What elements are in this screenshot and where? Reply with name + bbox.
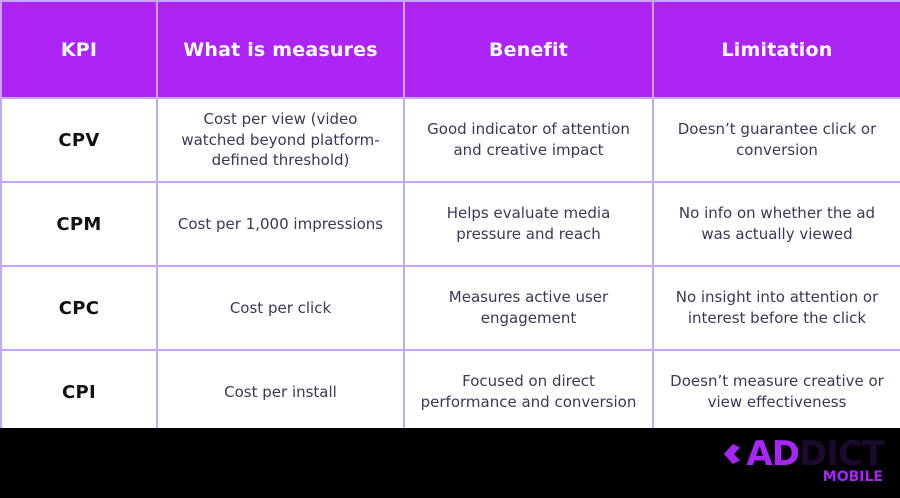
cell-limitation: Doesn’t guarantee click or conversion (652, 97, 900, 183)
column-header-measures: What is measures (156, 0, 405, 99)
cell-limitation: No insight into attention or interest be… (652, 265, 900, 351)
column-header-limitation: Limitation (652, 0, 900, 99)
table-row: CPV Cost per view (video watched beyond … (0, 97, 900, 183)
cell-measures: Cost per install (156, 349, 405, 435)
cell-measures: Cost per click (156, 265, 405, 351)
table-header: KPI What is measures Benefit Limitation (0, 0, 900, 99)
table-row: CPI Cost per install Focused on direct p… (0, 349, 900, 435)
logo-wordmark: ADDICT (714, 434, 885, 474)
cell-benefit: Measures active user engagement (403, 265, 654, 351)
logo-wordmark-ad: AD (746, 434, 800, 474)
table-row: CPM Cost per 1,000 impressions Helps eva… (0, 181, 900, 267)
cell-limitation: No info on whether the ad was actually v… (652, 181, 900, 267)
cell-limitation: Doesn’t measure creative or view effecti… (652, 349, 900, 435)
cell-measures: Cost per view (video watched beyond plat… (156, 97, 405, 183)
table-row: CPC Cost per click Measures active user … (0, 265, 900, 351)
kpi-table: KPI What is measures Benefit Limitation … (0, 0, 900, 435)
cell-benefit: Good indicator of attention and creative… (403, 97, 654, 183)
table-header-row: KPI What is measures Benefit Limitation (0, 0, 900, 99)
cell-benefit: Helps evaluate media pressure and reach (403, 181, 654, 267)
cell-kpi-name: CPM (0, 181, 158, 267)
cell-benefit: Focused on direct performance and conver… (403, 349, 654, 435)
footer-bar: ADDICT MOBILE (0, 428, 900, 498)
logo-wordmark-dict: DICT (798, 434, 885, 474)
table-body: CPV Cost per view (video watched beyond … (0, 97, 900, 435)
cell-kpi-name: CPC (0, 265, 158, 351)
cell-measures: Cost per 1,000 impressions (156, 181, 405, 267)
column-header-benefit: Benefit (403, 0, 654, 99)
cell-kpi-name: CPI (0, 349, 158, 435)
logo-subtitle: MOBILE (822, 469, 883, 485)
cell-kpi-name: CPV (0, 97, 158, 183)
column-header-kpi: KPI (0, 0, 158, 99)
addict-mobile-logo: ADDICT MOBILE (714, 434, 885, 490)
